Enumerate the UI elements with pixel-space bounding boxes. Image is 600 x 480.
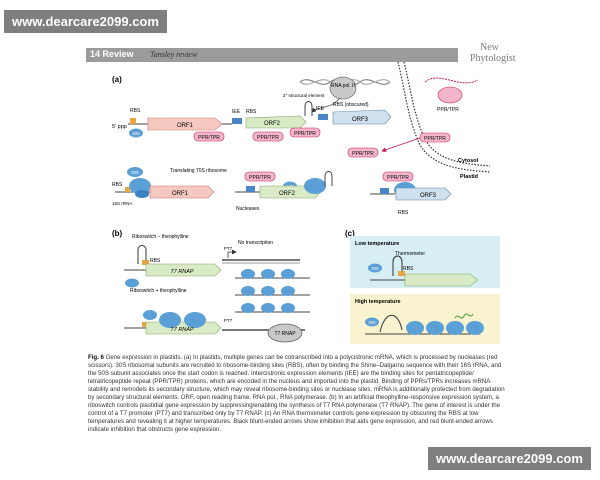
- ppr-import-1: [419, 132, 451, 143]
- svg-text:PPR/TPR: PPR/TPR: [257, 135, 279, 141]
- no-transcription-label: No transcription: [238, 240, 273, 246]
- rbs-box-1: [130, 118, 136, 124]
- svg-text:RBS: RBS: [112, 182, 123, 188]
- journal-header-bar: [86, 48, 458, 62]
- polysome-rows: [241, 269, 295, 313]
- svg-text:ORF3: ORF3: [420, 193, 437, 199]
- svg-text:RBS: RBS: [403, 266, 414, 272]
- svg-text:T7 RNAP: T7 RNAP: [170, 327, 194, 333]
- svg-text:PPR/TPR: PPR/TPR: [249, 175, 271, 181]
- svg-text:T7 RNAP: T7 RNAP: [274, 331, 296, 337]
- cytosolic-ribosome: [437, 86, 463, 104]
- nucleases-label: Nucleases: [236, 206, 260, 212]
- plastid-label: Plastid: [460, 174, 478, 180]
- orf1-label: ORF1: [177, 123, 194, 129]
- riboswitch-plus-label: Riboswitch + theophylline: [130, 288, 187, 294]
- watermark-bottom: www.dearcare2099.com: [428, 447, 591, 470]
- svg-text:PPR/TPR: PPR/TPR: [198, 135, 220, 141]
- iee-box-2: [318, 114, 328, 120]
- rna-thermometer-open: [379, 314, 403, 333]
- figure-caption: Fig. 6 Gene expression in plastids. (a) …: [88, 354, 505, 433]
- riboswitch-minus-label: Riboswitch − theophylline: [132, 234, 189, 240]
- orf3-label: ORF3: [352, 117, 369, 123]
- orf3-processed: [395, 187, 452, 201]
- high-temperature-label: High temperature: [355, 299, 401, 305]
- svg-text:30S: 30S: [131, 170, 139, 175]
- ppr-protein-1: [252, 131, 284, 142]
- rrna-16s-label: 16S rRNA: [112, 201, 132, 206]
- rna-pol-label: RNA pol. II: [331, 83, 355, 89]
- ribosome-70s: [129, 178, 151, 194]
- orf2-label: ORF2: [264, 121, 281, 127]
- panel-a-label: (a): [112, 75, 122, 84]
- svg-text:30S: 30S: [368, 320, 376, 325]
- ribosome-30s-2: [127, 167, 143, 177]
- ribosome-30s-1: [129, 128, 143, 138]
- high-temp-ribosomes: [406, 321, 484, 335]
- panel-b-label: (b): [112, 229, 123, 238]
- svg-text:IEE: IEE: [232, 109, 241, 115]
- svg-text:30S: 30S: [132, 131, 140, 136]
- page-number: 14 Review: [90, 49, 134, 59]
- panel-c-label: (c): [345, 229, 355, 238]
- svg-text:RBS: RBS: [246, 109, 257, 115]
- ppr-protein-2: [193, 131, 225, 142]
- svg-text:30S: 30S: [371, 266, 379, 271]
- svg-text:PPR/TPR: PPR/TPR: [437, 107, 459, 113]
- gene-low-temp: [404, 273, 479, 287]
- low-temperature-label: Low temperature: [355, 241, 399, 247]
- svg-text:RBS: RBS: [150, 258, 161, 264]
- secondary-structure-label: 2° structural element: [283, 93, 325, 98]
- journal-section: Tansley review: [150, 50, 198, 59]
- svg-text:IEE: IEE: [316, 106, 325, 112]
- ppr-protein-5: [382, 171, 414, 182]
- orf2-box: [245, 115, 307, 129]
- watermark-top: www.dearcare2099.com: [4, 10, 167, 33]
- ppr-protein-3: [289, 127, 321, 138]
- svg-text:T7 RNAP: T7 RNAP: [170, 269, 194, 275]
- cytosol-label: Cytosol: [458, 158, 479, 164]
- t7-rna-polymerase: [267, 323, 303, 343]
- rbs-label-1: RBS: [130, 108, 141, 114]
- translating-label: Translating 70S ribosome: [170, 168, 227, 174]
- thermometer-label: Thermometer: [395, 251, 425, 257]
- rna-polymerase: [329, 76, 357, 100]
- iee-box-1: [232, 118, 242, 124]
- svg-text:PT7: PT7: [224, 318, 233, 323]
- t7rnap-gene-off: [145, 263, 222, 277]
- orf1-processed: [149, 185, 215, 199]
- svg-text:PPR/TPR: PPR/TPR: [387, 175, 409, 181]
- svg-text:PPR/TPR: PPR/TPR: [294, 131, 316, 137]
- orf1-box: [147, 117, 223, 131]
- five-prime-label: 5' ppp: [112, 124, 127, 130]
- svg-text:RBS: RBS: [398, 210, 409, 216]
- orf3-box: [332, 109, 392, 125]
- svg-text:PPR/TPR: PPR/TPR: [352, 151, 374, 157]
- svg-text:PPR/TPR: PPR/TPR: [424, 136, 446, 142]
- rna-thermometer-closed: [392, 255, 403, 276]
- svg-text:PT7: PT7: [224, 246, 233, 251]
- ppr-protein-4: [244, 171, 276, 182]
- journal-logo: New Phytologist: [470, 42, 516, 64]
- ppr-import-2: [347, 147, 379, 158]
- svg-text:ORF1: ORF1: [172, 191, 189, 197]
- svg-text:RBS (obscured): RBS (obscured): [333, 102, 369, 108]
- stem-loop-1: [304, 101, 313, 116]
- svg-text:ORF2: ORF2: [279, 191, 296, 197]
